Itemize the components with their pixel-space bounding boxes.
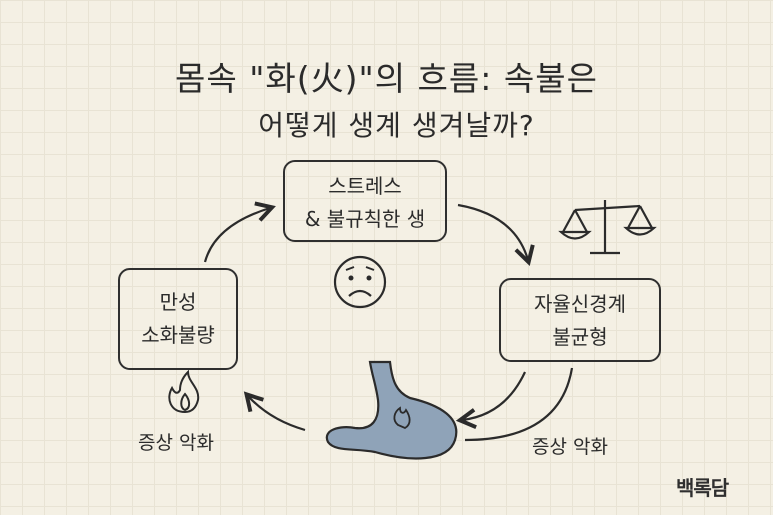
sad-face-icon (333, 255, 387, 309)
node-stress: 스트레스 & 불규칙한 생 (283, 160, 447, 242)
node-indigestion: 만성 소화불량 (118, 268, 238, 370)
arrow-autonomic-to-stomach (455, 371, 526, 430)
arrow-stress-to-autonomic (457, 203, 535, 266)
stomach-icon (325, 360, 458, 460)
node-autonomic-line2: 불균형 (552, 325, 608, 349)
node-stress-line2: & 불규칙한 생 (304, 207, 426, 231)
node-stress-line1: 스트레스 (328, 174, 402, 198)
scale-icon (558, 200, 657, 255)
label-worsen-right: 증상 악화 (532, 436, 608, 458)
title-line-2: 어떻게 생계 생겨날까? (258, 109, 535, 142)
label-worsen-left: 증상 악화 (138, 432, 214, 454)
arrow-stomach-to-indigestion (243, 391, 306, 432)
title-line-1: 몸속 "화(火)"의 흐름: 속불은 (175, 59, 598, 98)
node-autonomic-line1: 자율신경계 (534, 292, 626, 316)
node-indigestion-line2: 소화불량 (141, 323, 215, 347)
arrow-indigestion-to-stress (203, 201, 276, 263)
node-indigestion-line1: 만성 (159, 290, 197, 314)
node-autonomic: 자율신경계 불균형 (499, 278, 661, 362)
logo: 백록담 (676, 476, 729, 500)
fire-icon (168, 369, 200, 414)
arrow-autonomic-worsen (464, 367, 574, 442)
